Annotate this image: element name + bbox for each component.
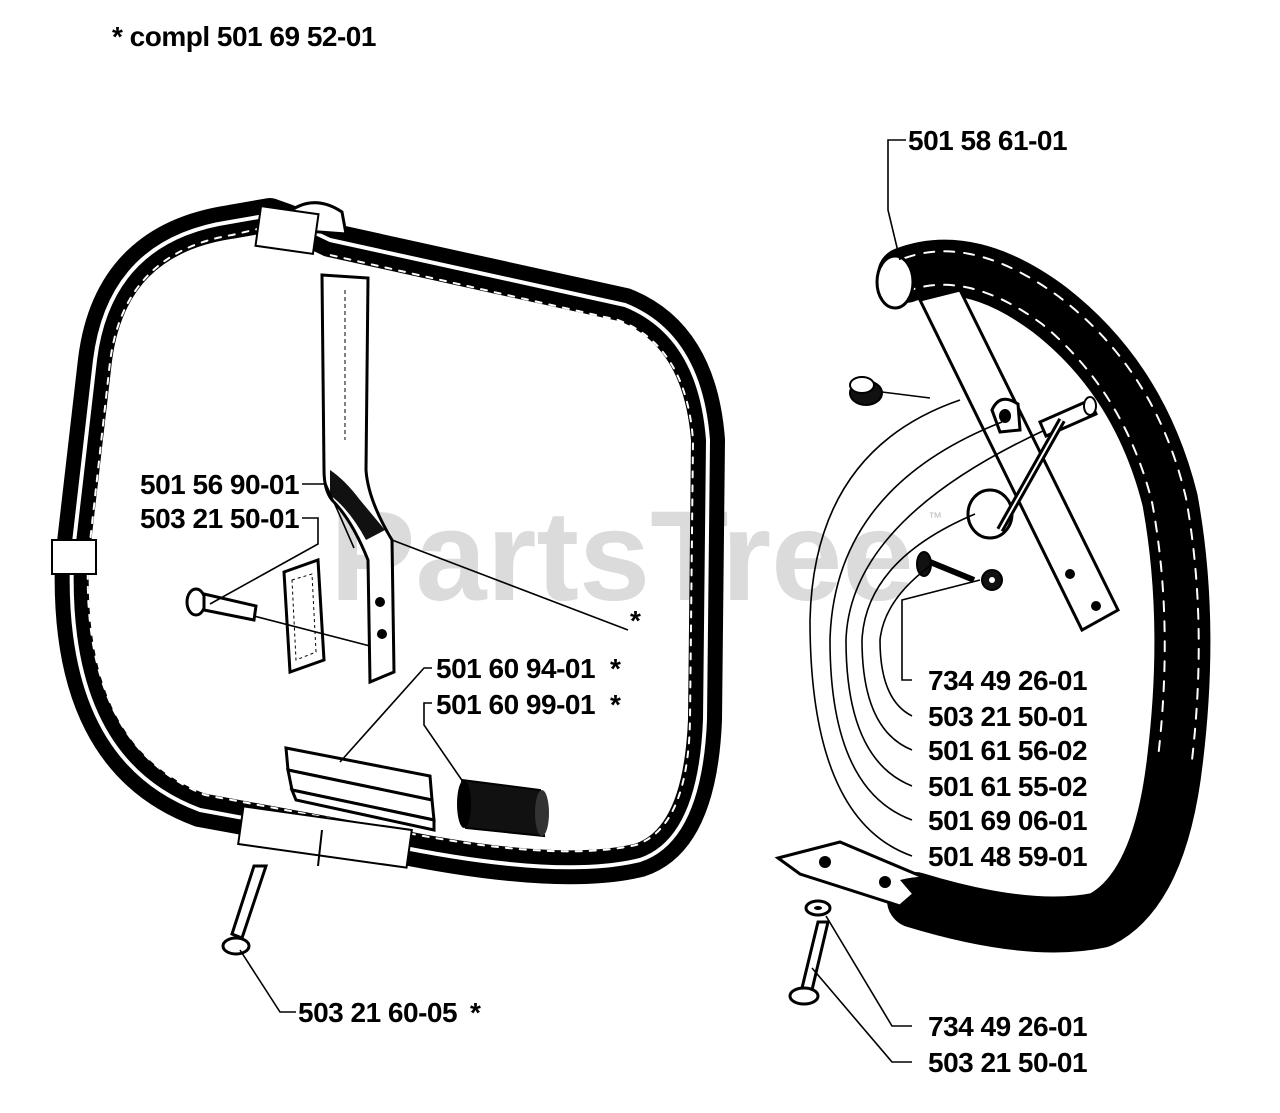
watermark-trademark: ™ (928, 509, 942, 525)
frame-bottom-sleeve (237, 805, 413, 869)
label-part-a: 501 60 94-01 (436, 653, 595, 684)
label-asterisk: * (630, 605, 641, 636)
leader-bolt-top (209, 517, 319, 605)
label-bracket: 501 56 90-01 (140, 469, 299, 500)
leader-r2 (879, 565, 931, 717)
label-r3: 501 61 56-02 (928, 735, 1087, 766)
label-r6: 501 48 59-01 (928, 841, 1087, 872)
label-bolt-bottom-mark: * (470, 997, 481, 1028)
leader-part-b (423, 702, 471, 793)
leader-r1 (901, 579, 981, 681)
right-nut (981, 569, 1003, 591)
left-part-a (284, 746, 436, 832)
frame-left-sleeve (51, 539, 97, 575)
watermark: PartsTree (330, 485, 914, 628)
header-note: * compl 501 69 52-01 (112, 21, 376, 52)
label-bolt-top: 503 21 50-01 (140, 503, 299, 534)
label-part-b-mark: * (610, 689, 621, 720)
label-r7: 734 49 26-01 (928, 1011, 1087, 1042)
leader-bracket (302, 483, 355, 549)
left-part-b (457, 778, 549, 838)
label-r5: 501 69 06-01 (928, 805, 1087, 836)
right-handle-bar (875, 239, 1211, 953)
right-washer (804, 899, 832, 917)
right-cap (849, 376, 883, 406)
label-r1: 734 49 26-01 (928, 665, 1087, 696)
leader-asterisk (391, 539, 629, 631)
leader-r6 (809, 399, 961, 857)
right-bracket (917, 288, 1120, 633)
right-bottom-plate (774, 840, 960, 915)
label-part-a-mark: * (610, 653, 621, 684)
left-handle-frame (51, 198, 725, 885)
leader-r8 (811, 967, 912, 1063)
label-bolt-bottom: 503 21 60-05 (298, 997, 457, 1028)
left-bolt-top (185, 587, 258, 622)
frame-top-sleeve (254, 205, 320, 255)
right-bolt-bottom (788, 920, 830, 1006)
leader-part-a (339, 667, 432, 763)
label-r8: 503 21 50-01 (928, 1047, 1087, 1078)
right-screw (916, 551, 976, 583)
label-handle: 501 58 61-01 (908, 125, 1067, 156)
right-pin (1038, 396, 1098, 438)
label-r4: 501 61 55-02 (928, 771, 1087, 802)
leader-bolt-bottom (239, 949, 296, 1013)
label-part-b: 501 60 99-01 (436, 689, 595, 720)
left-plate (282, 557, 326, 675)
left-bolt-bottom (221, 864, 269, 956)
leader-r3 (861, 513, 976, 751)
left-bracket (320, 273, 396, 685)
leader-r4 (845, 429, 1046, 787)
leader-handle (887, 139, 906, 261)
leader-r5 (829, 421, 1003, 821)
leader-r7 (825, 915, 912, 1027)
right-rod (996, 418, 1066, 532)
label-r2: 503 21 50-01 (928, 701, 1087, 732)
